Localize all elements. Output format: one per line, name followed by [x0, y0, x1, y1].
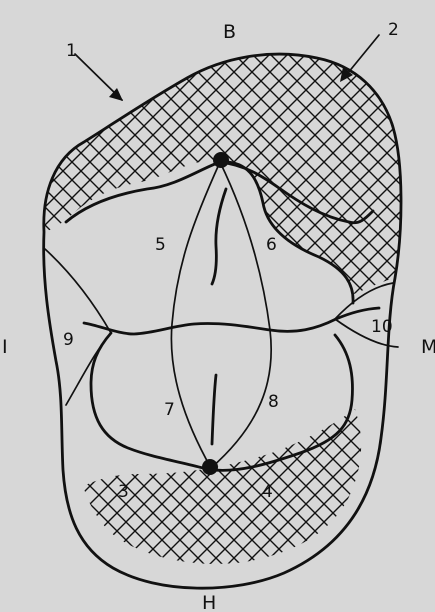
lower-fissure [212, 375, 216, 444]
label-b: B [223, 21, 236, 43]
label-m: M [421, 336, 435, 358]
label-4: 4 [262, 482, 273, 502]
label-1: 1 [66, 41, 77, 61]
label-7: 7 [164, 400, 175, 420]
label-2: 2 [388, 20, 399, 40]
label-10: 10 [371, 317, 393, 337]
upper-contact-dot [213, 152, 229, 168]
label-6: 6 [266, 235, 277, 255]
label-h: H [202, 592, 216, 612]
label-i: I [2, 336, 8, 358]
label-5: 5 [155, 235, 166, 255]
label-3: 3 [118, 482, 129, 502]
lower-contact-dot [202, 459, 218, 475]
label-9: 9 [63, 330, 74, 350]
label-8: 8 [268, 392, 279, 412]
